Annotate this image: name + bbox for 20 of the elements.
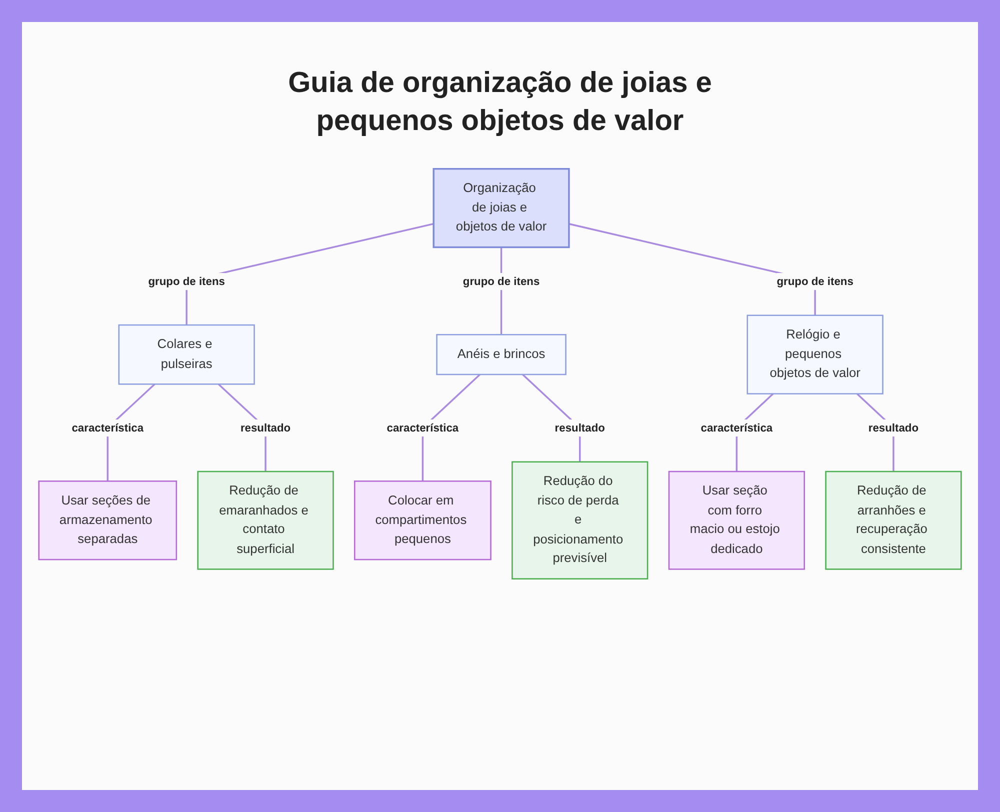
node-box: Relógio e pequenos objetos de valor (746, 314, 884, 394)
node-box: Organização de joias e objetos de valor (432, 168, 570, 248)
node-box: Redução de emaranhados e contato superficial (197, 470, 334, 570)
diagram-title: Guia de organização de joias e pequenos objetos de valor (287, 66, 713, 139)
node-box: Colares e pulseiras (118, 324, 255, 385)
edge-label: característica (386, 421, 459, 434)
node-box: Usar seção com forro macio ou estojo dedicado (668, 470, 805, 570)
edge-label: resultado (868, 421, 919, 434)
node-box: Anéis e brincos (436, 334, 566, 376)
edge-label: resultado (554, 421, 605, 434)
edge-label: grupo de itens (776, 274, 854, 288)
node-box: Usar seções de armazenamento separadas (38, 480, 178, 560)
edge-label: grupo de itens (462, 274, 540, 288)
node-box: Colocar em compartimentos pequenos (354, 480, 492, 560)
edge-label: grupo de itens (148, 274, 225, 288)
node-box: Redução de arranhões e recuperação consistente (825, 470, 962, 570)
edge-label: resultado (240, 421, 291, 434)
edge-label: característica (72, 421, 144, 434)
edge-label: característica (700, 421, 773, 434)
node-box: Redução do risco de perda e posicionamento previsível (512, 461, 648, 580)
